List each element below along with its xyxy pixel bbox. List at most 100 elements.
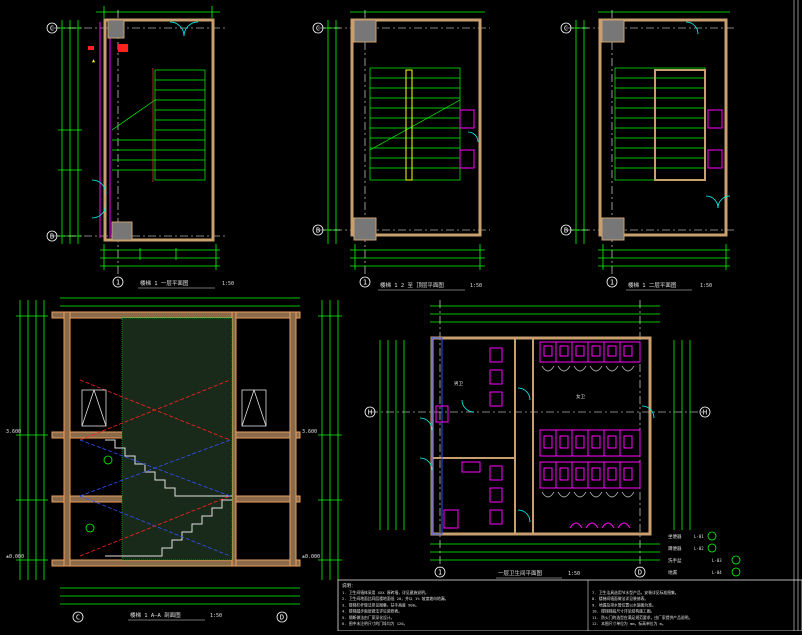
left-line-3: 4. 楼梯踏步面层做法详见装修表。 xyxy=(342,609,402,614)
plan2-stair-treads xyxy=(369,67,461,181)
toilet-inner-walls xyxy=(432,338,534,534)
plan3-title: 楼梯 1 二层平面图 xyxy=(628,281,677,289)
toilet-doors xyxy=(419,387,655,523)
toilet-title: 一层卫生间平面图 xyxy=(498,569,543,577)
right-line-2: 9. 地漏及排水管位置以水施图为准。 xyxy=(592,602,656,607)
plan3-doors xyxy=(685,21,731,209)
notes-heading: 说明： xyxy=(342,582,356,589)
axis-b-label: B xyxy=(50,233,54,241)
plan1-dimensions xyxy=(58,6,220,270)
plan1-title: 楼梯 1 一层平面图 xyxy=(140,279,189,287)
section-stair-hatch xyxy=(121,317,233,561)
plan2-title: 楼梯 1 2 至 顶层平面图 xyxy=(380,281,444,289)
legend-label-0: 坐便器 xyxy=(668,533,682,540)
plan3-dimensions xyxy=(572,11,730,270)
section-title: 楼梯 1 A—A 剖面图 xyxy=(130,611,181,619)
plan1-walls xyxy=(103,18,215,242)
section-cut-lines xyxy=(79,379,231,557)
axis-c-label: C xyxy=(50,25,54,33)
toilet-blue-wall xyxy=(431,337,443,535)
legend-code-0: L-01 xyxy=(694,534,704,539)
plan1-axis-bubbles: C B 1 xyxy=(46,22,124,288)
fixture-legend: 坐便器 L-01 蹲便器 L-02 洗手盆 L-03 地漏 L-04 xyxy=(668,531,741,577)
notes-block: 说明： 1. 卫生间墙体采用 XXX 厚砖墙，详见建施说明。2. 卫生间地面比同… xyxy=(337,579,802,632)
plan2-fixtures xyxy=(459,109,475,169)
plan3-core-wall xyxy=(654,69,706,181)
section-dimensions xyxy=(16,297,342,605)
legend-code-2: L-03 xyxy=(712,558,722,563)
plan2-column-top xyxy=(353,19,377,43)
toilet-axis-h-right: H xyxy=(703,409,707,417)
toilet-plan: 男卫 女卫 H H 1 D 一层卫生间平面图 1:50 xyxy=(364,300,711,579)
plan2-axis-c: C xyxy=(316,25,320,33)
section-walls xyxy=(63,311,297,567)
room-b-label: 女卫 xyxy=(576,393,585,400)
plan1-inner-walls xyxy=(99,22,111,238)
toilet-dimensions xyxy=(379,305,691,561)
plan2-dimensions xyxy=(324,11,485,270)
left-line-2: 3. 楼梯栏杆做法参见图集，扶手高度 900。 xyxy=(342,602,419,607)
section-level-2: 3.600 xyxy=(6,429,21,435)
section-view: 3.600 ±0.000 3.600 ±0.000 C D 楼梯 1 A—A 剖… xyxy=(6,297,342,623)
section-level-markers xyxy=(85,455,113,533)
legend-code-3: L-04 xyxy=(712,570,722,575)
plan3-axis-b: B xyxy=(564,227,568,235)
notes-right-column: 7. 卫生洁具选用节水型产品，安装详见标准图集。8. 楼梯间墙面做法详见装修表。… xyxy=(592,590,692,626)
toilet-stall-doors-lower xyxy=(541,491,635,498)
plan1-stair-treads xyxy=(111,69,206,181)
left-line-5: 6. 图中未注明尺寸的门垛均为 120。 xyxy=(342,621,407,626)
right-line-5: 12. 本图尺寸单位为 mm，标高单位为 m。 xyxy=(592,621,666,626)
section-stair-flights xyxy=(105,439,232,557)
toilet-stalls-lower xyxy=(539,461,641,489)
right-line-4: 11. 防火门的选型应满足规范要求，由厂家提供产品说明。 xyxy=(592,615,692,620)
plan2-doors xyxy=(467,131,479,143)
plan2-axis-b: B xyxy=(316,227,320,235)
section-windows xyxy=(81,389,267,427)
toilet-axis-bubbles: H H 1 D xyxy=(364,406,711,578)
toilet-stalls-middle xyxy=(539,429,641,457)
section-axis-d: D xyxy=(280,614,284,622)
right-line-0: 7. 卫生洁具选用节水型产品，安装详见标准图集。 xyxy=(592,590,679,595)
section-axis-c: C xyxy=(76,614,80,622)
plan2-handrail xyxy=(405,69,413,181)
legend-label-1: 蹲便器 xyxy=(668,545,682,552)
plan2-column-bottom xyxy=(353,217,377,241)
plan3-walls xyxy=(598,18,728,237)
left-line-0: 1. 卫生间墙体采用 XXX 厚砖墙，详见建施说明。 xyxy=(342,590,429,595)
room-a-label: 男卫 xyxy=(454,381,463,387)
plan3-axis-bubbles: C B 1 xyxy=(560,22,618,288)
plan2-axis-1: 1 xyxy=(363,279,367,287)
legend-code-1: L-02 xyxy=(694,546,704,551)
plan1-scale: 1:50 xyxy=(222,281,234,287)
right-line-3: 10. 楼梯梯段尺寸详见结构施工图。 xyxy=(592,609,654,614)
axis-1-label: 1 xyxy=(116,279,120,287)
plan-view-2: C B 1 楼梯 1 2 至 顶层平面图 1:50 xyxy=(312,10,490,291)
toilet-scale: 1:50 xyxy=(568,571,580,577)
section-axis-bubbles: C D xyxy=(72,611,288,623)
plan3-axis-1: 1 xyxy=(610,279,614,287)
plan1-column-bottom xyxy=(111,221,133,241)
toilet-axis-1: 1 xyxy=(438,569,442,577)
plan3-column-top xyxy=(601,19,625,43)
plan1-yellow-label: ▲ xyxy=(92,58,95,64)
plan3-scale: 1:50 xyxy=(700,283,712,289)
toilet-urinals xyxy=(435,347,503,529)
section-level-1-right: ±0.000 xyxy=(302,554,320,560)
toilet-stall-doors-top xyxy=(541,365,635,372)
plan3-axis-c: C xyxy=(564,25,568,33)
section-level-2-right: 3.600 xyxy=(302,429,317,435)
plan1-red-marks xyxy=(88,44,128,52)
plan2-scale: 1:50 xyxy=(470,283,482,289)
section-scale: 1:50 xyxy=(210,613,222,619)
left-line-1: 2. 卫生间地面比同层楼地面低 20，并以 1% 坡度坡向地漏。 xyxy=(342,596,448,601)
toilet-axis-h-left: H xyxy=(368,409,372,417)
sheet-border xyxy=(793,0,799,631)
section-level-1: ±0.000 xyxy=(6,554,24,560)
right-line-1: 8. 楼梯间墙面做法详见装修表。 xyxy=(592,596,648,601)
toilet-basins xyxy=(569,522,631,529)
toilet-axis-d: D xyxy=(638,569,642,577)
legend-label-2: 洗手盆 xyxy=(668,557,682,564)
legend-label-3: 地漏 xyxy=(668,569,677,576)
